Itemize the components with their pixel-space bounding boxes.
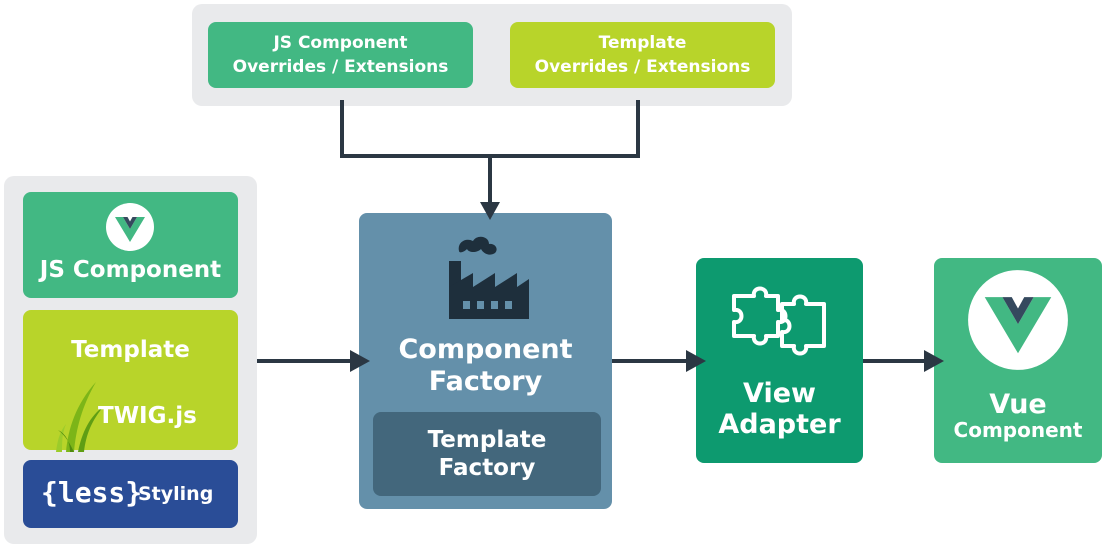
template-overrides-box: Template Overrides / Extensions — [510, 22, 775, 88]
component-factory-line2: Factory — [428, 366, 543, 397]
view-adapter-line2: Adapter — [718, 409, 841, 440]
vue-logo-icon — [106, 203, 154, 251]
twig-label: TWIG.js — [98, 403, 197, 429]
vue-component-line2: Component — [953, 418, 1083, 442]
js-component-box: JS Component — [23, 192, 238, 298]
grass-icon — [56, 382, 104, 452]
template-factory-line1: Template — [427, 427, 547, 453]
template-factory-box: Template Factory — [373, 412, 601, 496]
component-factory-line1: Component — [398, 334, 573, 365]
puzzle-icon — [732, 286, 826, 356]
vue-logo-icon — [968, 270, 1068, 370]
arrow-head-factory — [350, 350, 370, 372]
template-overrides-line2: Overrides / Extensions — [534, 57, 751, 77]
component-factory-box: Component Factory Template Factory — [359, 213, 612, 509]
js-component-label: JS Component — [39, 257, 222, 283]
vue-component-line1: Vue — [989, 389, 1047, 420]
template-overrides-line1: Template — [598, 33, 687, 53]
styling-box: {less} Styling — [23, 460, 238, 528]
arrow-head-adapter — [686, 350, 706, 372]
js-overrides-line1: JS Component — [273, 33, 408, 53]
styling-label: Styling — [138, 483, 214, 505]
factory-icon — [449, 236, 529, 319]
js-overrides-line2: Overrides / Extensions — [232, 57, 449, 77]
less-logo-icon: {less} — [41, 476, 143, 509]
overrides-bracket — [340, 100, 640, 158]
js-overrides-box: JS Component Overrides / Extensions — [208, 22, 473, 88]
template-label: Template — [71, 337, 190, 363]
view-adapter-line1: View — [743, 378, 816, 409]
template-box: Template TWIG.js — [23, 310, 238, 452]
template-factory-line2: Factory — [438, 455, 536, 481]
vue-component-box: Vue Component — [934, 258, 1102, 463]
arrow-head-down — [480, 202, 500, 220]
arrow-head-vue — [924, 350, 944, 372]
view-adapter-box: View Adapter — [696, 258, 863, 463]
